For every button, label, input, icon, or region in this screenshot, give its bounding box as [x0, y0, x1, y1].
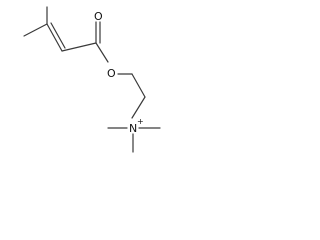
nitrogen-label: N — [129, 122, 137, 135]
bond-c1-ester-o — [95, 42, 109, 63]
bond-c2-c1 — [61, 42, 97, 52]
carbonyl-oxygen-label: O — [94, 10, 103, 23]
structural-formula: O O N + — [23, 6, 161, 153]
bond-c3-c2-double-inner — [50, 22, 66, 49]
bond-c3-c2-double-outer — [46, 23, 63, 52]
nitrogen-charge-label: + — [137, 117, 144, 126]
bond-ch2-ch2 — [131, 73, 146, 98]
ester-oxygen-label: O — [107, 67, 116, 80]
bond-c3-methyl-b — [23, 23, 48, 37]
bond-ch2-n — [131, 96, 146, 119]
